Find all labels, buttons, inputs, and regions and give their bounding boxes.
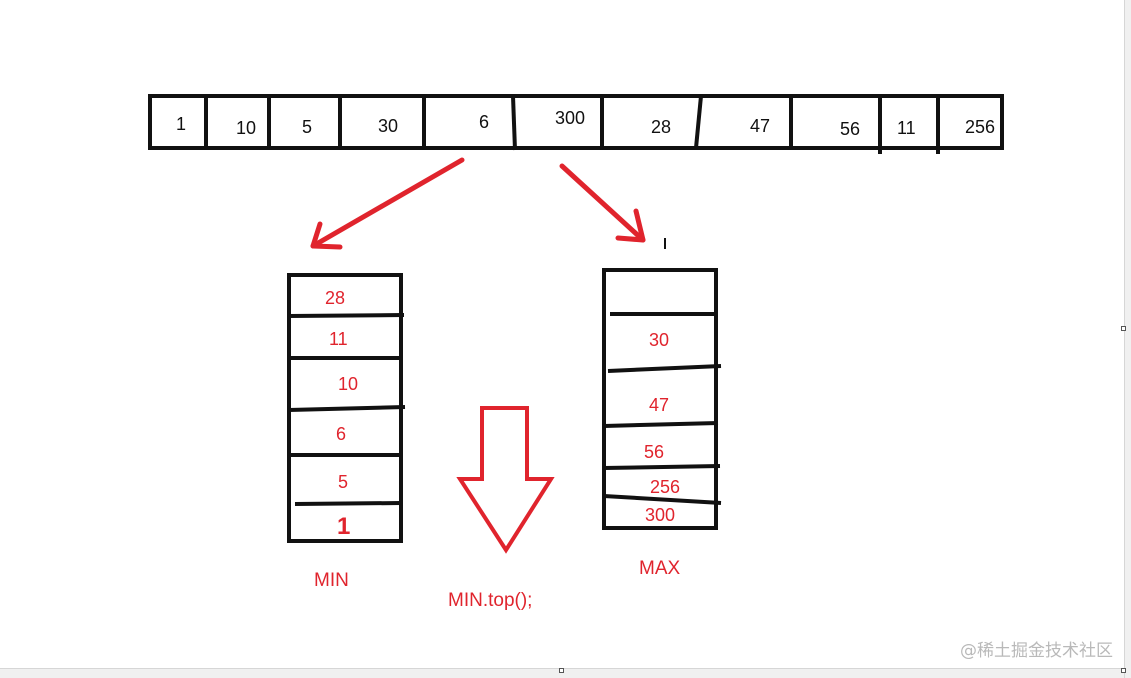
array-divider xyxy=(511,95,517,151)
max-stack-value: 30 xyxy=(649,330,669,350)
max-stack-value: 56 xyxy=(644,442,664,462)
resize-handle-right[interactable] xyxy=(1121,326,1126,331)
array-cell-value: 300 xyxy=(555,108,585,128)
max-stack-divider xyxy=(607,364,722,373)
array-cell-value: 1 xyxy=(176,114,186,134)
max-stack-value: 256 xyxy=(650,477,680,497)
array-cell-value: 10 xyxy=(236,118,256,138)
array-cell-value: 11 xyxy=(897,118,916,138)
max-stack-divider xyxy=(603,494,722,505)
resize-handle-bottom[interactable] xyxy=(559,668,564,673)
min-stack-value: 11 xyxy=(329,329,348,349)
array-cell-value: 47 xyxy=(750,116,770,136)
min-stack-value: 28 xyxy=(325,288,345,308)
min-stack: 28 11 10 6 5 1 xyxy=(287,273,406,543)
min-stack-value: 10 xyxy=(338,374,358,394)
array-outline xyxy=(148,94,1004,150)
arrow-to-min xyxy=(310,157,465,250)
array-cell-value: 56 xyxy=(840,119,860,139)
min-stack-value: 6 xyxy=(336,424,346,444)
max-stack: 30 47 56 256 300 xyxy=(602,268,722,530)
array-cell-value: 5 xyxy=(302,117,312,137)
max-stack-value: 300 xyxy=(645,505,675,525)
array-cell-value: 256 xyxy=(965,117,995,137)
array-cell-value: 6 xyxy=(479,112,489,132)
array-divider xyxy=(694,95,703,149)
arrow-to-max xyxy=(559,163,646,243)
array-box: 1 10 5 30 6 300 28 47 56 11 256 xyxy=(148,94,1004,154)
canvas-right-edge xyxy=(1124,0,1131,678)
min-stack-value: 1 xyxy=(337,513,350,540)
min-stack-value: 5 xyxy=(338,472,348,492)
watermark: @稀土掘金技术社区 xyxy=(960,641,1113,661)
down-arrow-icon xyxy=(456,406,555,554)
min-stack-divider xyxy=(288,313,405,318)
array-cell-value: 30 xyxy=(378,116,398,136)
max-stack-label: MAX xyxy=(639,558,681,579)
array-cell-value: 28 xyxy=(651,117,671,137)
max-stack-outline xyxy=(602,268,718,530)
max-stack-divider xyxy=(603,464,721,470)
min-stack-divider xyxy=(288,405,406,412)
min-stack-divider xyxy=(294,501,402,506)
resize-handle-corner[interactable] xyxy=(1121,668,1126,673)
min-stack-label: MIN xyxy=(314,570,349,591)
max-stack-value: 47 xyxy=(649,395,669,415)
operation-label: MIN.top(); xyxy=(448,590,532,611)
max-stack-divider xyxy=(603,421,719,428)
